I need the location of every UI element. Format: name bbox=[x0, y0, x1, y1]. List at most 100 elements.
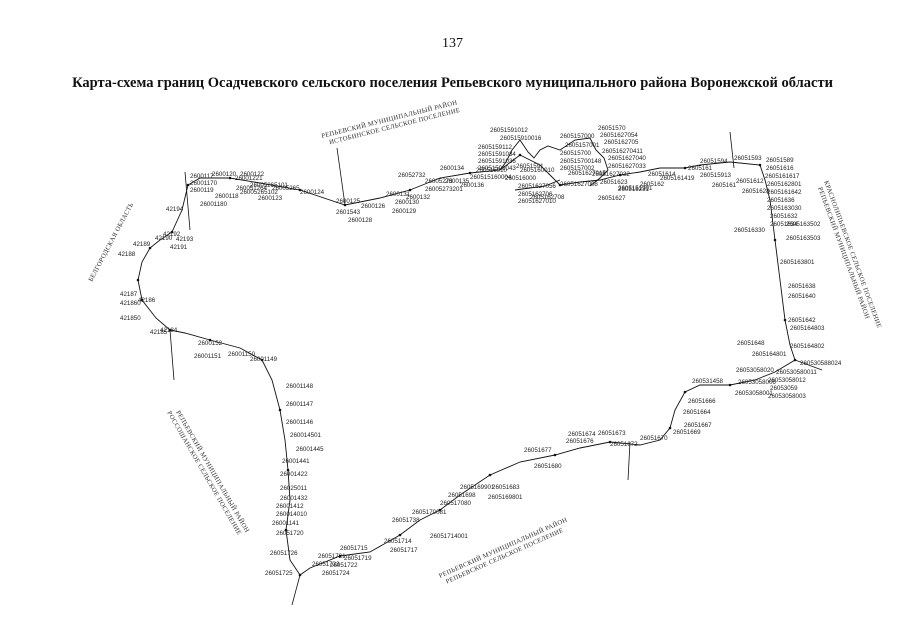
point-label: 26005265101 bbox=[250, 182, 288, 189]
neighbor-south-line1: РЕПЬЕВСКИЙ МУНИЦИПАЛЬНЫЙ РАЙОН bbox=[438, 516, 569, 580]
point-label: 26051591012 bbox=[490, 127, 528, 134]
point-label: 2600136 bbox=[460, 182, 485, 189]
point-label: 26051594 bbox=[700, 158, 728, 165]
point-label: 42193 bbox=[176, 236, 194, 243]
point-label: 2605169901 bbox=[460, 484, 495, 491]
point-label: 2605157000 bbox=[560, 133, 595, 140]
point-label: 2600124 bbox=[300, 189, 325, 196]
point-label: 26051589 bbox=[766, 157, 794, 164]
point-label: 26051673 bbox=[598, 430, 626, 437]
point-label: 26005265 bbox=[272, 185, 300, 192]
point-label: 2605163801 bbox=[780, 259, 815, 266]
point-label: 26001150 bbox=[228, 351, 256, 358]
point-label: 2605161 bbox=[712, 182, 737, 189]
point-label: 26001146 bbox=[286, 419, 314, 426]
point-label: 260515700 bbox=[560, 150, 592, 157]
point-label: 26051616 bbox=[766, 165, 794, 172]
point-label: 421850 bbox=[120, 315, 141, 322]
point-label: 2600132 bbox=[406, 194, 431, 201]
point-label: 26051640 bbox=[788, 293, 816, 300]
point-label: 2605161617 bbox=[765, 173, 800, 180]
map-title: Карта-схема границ Осадчевского сельског… bbox=[72, 75, 833, 91]
point-label: 260014501 bbox=[290, 432, 322, 439]
point-label: 26052732 bbox=[398, 172, 426, 179]
point-label: 26001432 bbox=[280, 495, 308, 502]
point-label: 2600130 bbox=[395, 199, 420, 206]
point-label: 26051627015 bbox=[568, 170, 606, 177]
point-label: 42194 bbox=[166, 206, 184, 213]
point-label: 26051664 bbox=[683, 409, 711, 416]
point-label: 26053058020 bbox=[736, 367, 774, 374]
point-label: 26051698 bbox=[448, 492, 476, 499]
point-label: 260530588024 bbox=[800, 360, 842, 367]
point-label: 26001221 bbox=[235, 175, 263, 182]
point-label: 42190 bbox=[155, 235, 173, 242]
point-label: 26053058012 bbox=[768, 377, 806, 384]
point-label: 260515910 bbox=[476, 167, 508, 174]
neighbor-west: БЕЛГОРОДСКАЯ ОБЛАСТЬ bbox=[88, 202, 136, 283]
point-label: 2600135 bbox=[445, 178, 470, 185]
point-label: 42191 bbox=[170, 244, 188, 251]
point-label: 26053058001 bbox=[735, 390, 773, 397]
point-label: 2605169801 bbox=[488, 494, 523, 501]
point-label: 2605157002 bbox=[560, 165, 595, 172]
point-label: 26051719 bbox=[344, 555, 372, 562]
point-label: 26001422 bbox=[280, 471, 308, 478]
point-label: 260515910016 bbox=[500, 135, 542, 142]
point-label: 2605164801 bbox=[752, 351, 787, 358]
point-label: 42189 bbox=[133, 241, 151, 248]
point-label: 42185 bbox=[150, 329, 168, 336]
point-label: 260516000 bbox=[505, 175, 537, 182]
point-label: 2605161419 bbox=[660, 175, 695, 182]
point-label: 2600129 bbox=[392, 208, 417, 215]
point-label: 26051725 bbox=[265, 570, 293, 577]
point-label: 26001180 bbox=[200, 201, 228, 208]
point-label: 26051722 bbox=[330, 562, 358, 569]
point-label: 26051667 bbox=[684, 422, 712, 429]
point-label: 42192 bbox=[163, 231, 181, 238]
point-label: 26051627 bbox=[598, 195, 626, 202]
point-label: 26051628 bbox=[742, 188, 770, 195]
point-label: 26001170 bbox=[190, 180, 218, 187]
point-label: 2605163502 bbox=[786, 221, 821, 228]
point-label: 260515160004 bbox=[470, 174, 512, 181]
point-label: 26051672 bbox=[610, 441, 638, 448]
point-label: 42186 bbox=[138, 297, 156, 304]
point-label: 26051632 bbox=[770, 213, 798, 220]
point-label: 26051638 bbox=[788, 283, 816, 290]
point-label: 26051738 bbox=[392, 517, 420, 524]
point-label: 26051627008 bbox=[560, 181, 598, 188]
point-label: 26051721 bbox=[318, 553, 346, 560]
point-label: 26001149 bbox=[250, 356, 278, 363]
point-label: 2605162705 bbox=[604, 139, 639, 146]
point-label: 26053059 bbox=[770, 385, 798, 392]
point-label: 26051623 bbox=[600, 179, 628, 186]
point-label: 26051642 bbox=[788, 317, 816, 324]
point-label: 26051676 bbox=[566, 438, 594, 445]
point-label: 42187 bbox=[120, 291, 138, 298]
point-label: 26001445 bbox=[296, 446, 324, 453]
point-label: 2605157001 bbox=[565, 142, 600, 149]
point-label: 26001412 bbox=[276, 503, 304, 510]
point-label: 26051627040 bbox=[608, 155, 646, 162]
point-label: 2600118 bbox=[215, 193, 239, 200]
point-label: 26001148 bbox=[286, 383, 314, 390]
neighbor-east: РЕПЬЕВСКИЙ МУНИЦИПАЛЬНЫЙ РАЙОН КРАСНОЛИП… bbox=[816, 180, 882, 329]
point-label: 42184 bbox=[160, 327, 178, 334]
point-label: 26051614 bbox=[648, 171, 676, 178]
point-label: 2600134 bbox=[440, 165, 465, 172]
point-label: 26001441 bbox=[282, 458, 310, 465]
point-label: 260051264 bbox=[236, 185, 268, 192]
point-label: 2605162706 bbox=[518, 191, 553, 198]
point-label: 26005273 bbox=[425, 178, 453, 185]
point-label: 26051669 bbox=[673, 429, 701, 436]
point-label: 26051648 bbox=[737, 340, 765, 347]
neighbor-southwest-line1: РЕПЬЕВСКИЙ МУНИЦИПАЛЬНЫЙ РАЙОН bbox=[174, 409, 251, 534]
point-label: 2601543 bbox=[336, 209, 361, 216]
point-label: 26051591034 bbox=[478, 151, 516, 158]
point-label: 26051593 bbox=[734, 155, 762, 162]
point-label: 2600126 bbox=[361, 203, 386, 210]
point-label: 2605164802 bbox=[790, 343, 825, 350]
point-label: 26051724 bbox=[322, 570, 350, 577]
